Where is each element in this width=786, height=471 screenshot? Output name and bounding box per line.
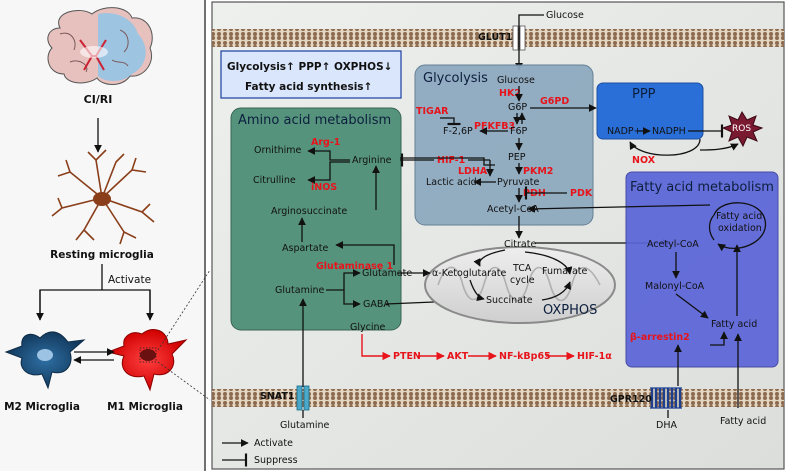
glutamate-label: Glutamate bbox=[362, 268, 412, 279]
citrulline-label: Citrulline bbox=[253, 175, 296, 186]
glucose-in-label: Glucose bbox=[497, 75, 535, 86]
snat1-transporter bbox=[296, 385, 310, 411]
bottom-membrane bbox=[212, 389, 784, 407]
mitochondrion-icon bbox=[424, 246, 616, 324]
acetylcoa-gly-label: Acetyl-CoA bbox=[487, 204, 539, 215]
lactic-acid-label: Lactic acid bbox=[426, 177, 477, 188]
summary-line1: Glycolysis↑ PPP↑ OXPHOS↓ bbox=[227, 61, 392, 73]
gpr120-label: GPR120 bbox=[610, 394, 652, 405]
arginosuccinate-label: Arginosuccinate bbox=[271, 206, 347, 217]
m1-microglia-icon bbox=[106, 329, 188, 392]
ornithine-label: Ornithime bbox=[254, 145, 302, 156]
pfkfb3-label: PFKFB3 bbox=[474, 121, 515, 132]
dha-label: DHA bbox=[656, 420, 677, 431]
malonyl-label: Malonyl-CoA bbox=[645, 281, 705, 292]
stroke-label: CI/RI bbox=[84, 93, 113, 106]
pyruvate-label: Pyruvate bbox=[497, 177, 539, 188]
hif1-label: HIF-1 bbox=[437, 155, 465, 166]
fatty-acid-in-label: Fatty acid bbox=[711, 319, 757, 330]
ppp-box bbox=[596, 82, 704, 140]
pkm2-label: PKM2 bbox=[523, 166, 553, 177]
glycolysis-box bbox=[414, 64, 594, 226]
arginine-label: Arginine bbox=[352, 155, 392, 166]
fao-label2: oxidation bbox=[718, 223, 762, 234]
akg-label: α-Ketoglutarate bbox=[432, 268, 507, 279]
f26p-label: F-2,6P bbox=[443, 126, 473, 137]
glutamine-out-label: Glutamine bbox=[280, 420, 329, 431]
glycolysis-title: Glycolysis bbox=[423, 71, 488, 86]
inos-label: iNOS bbox=[311, 182, 337, 193]
resting-microglia-icon bbox=[51, 149, 155, 245]
succinate-label: Succinate bbox=[486, 295, 533, 306]
fatty-acid-out-label: Fatty acid bbox=[720, 416, 766, 427]
legend-suppress: Suppress bbox=[254, 455, 298, 466]
tca-label1: TCA bbox=[512, 263, 532, 274]
glutamine-in-label: Glutamine bbox=[275, 285, 324, 296]
m2-label: M2 Microglia bbox=[4, 401, 80, 413]
brain-icon bbox=[47, 7, 153, 85]
m2-microglia-icon bbox=[4, 331, 86, 390]
resting-nucleus bbox=[93, 192, 111, 206]
glut1-label: GLUT1 bbox=[478, 32, 512, 43]
m1-label: M1 Microglia bbox=[107, 401, 183, 413]
pten-label: PTEN bbox=[393, 351, 421, 362]
f6p-label: F6P bbox=[510, 126, 528, 137]
g6p-label: G6P bbox=[508, 102, 527, 113]
fao-label1: Fatty acid bbox=[716, 211, 762, 222]
aspartate-label: Aspartate bbox=[282, 243, 328, 254]
nfkb-label: NF-kBp65 bbox=[499, 351, 551, 362]
nadp-label: NADP+ bbox=[607, 126, 642, 137]
gaba-label: GABA bbox=[363, 299, 390, 310]
acetylcoa-fa-label: Acetyl-CoA bbox=[647, 239, 699, 250]
tigar-label: TIGAR bbox=[416, 106, 449, 117]
ldha-label: LDHA bbox=[458, 166, 488, 177]
summary-line2: Fatty acid synthesis↑ bbox=[245, 81, 372, 93]
glutaminase-label: Glutaminase 1 bbox=[316, 261, 393, 272]
hk2-label: HK2 bbox=[499, 88, 521, 99]
ros-icon bbox=[721, 110, 764, 148]
gpr120-receptor bbox=[650, 387, 682, 409]
activate-label: Activate bbox=[108, 274, 151, 286]
resting-label: Resting microglia bbox=[50, 249, 154, 261]
snat1-label: SNAT1 bbox=[260, 391, 295, 402]
oxphos-label: OXPHOS bbox=[543, 303, 597, 318]
tca-label2: cycle bbox=[510, 275, 535, 286]
pep-label: PEP bbox=[508, 152, 526, 163]
ros-label: ROS bbox=[732, 124, 751, 134]
glucose-out-label: Glucose bbox=[546, 10, 584, 21]
amino-title: Amino acid metabolism bbox=[238, 113, 391, 128]
ppp-title: PPP bbox=[632, 87, 656, 102]
hif1a-label: HIF-1α bbox=[577, 351, 612, 362]
nox-label: NOX bbox=[632, 155, 656, 166]
akt-label: AKT bbox=[447, 351, 469, 362]
barrestin-label: β-arrestin2 bbox=[630, 332, 690, 343]
summary-box bbox=[220, 50, 402, 99]
top-membrane bbox=[212, 29, 784, 47]
nadph-label: NADPH bbox=[652, 126, 686, 137]
glycine-label: Glycine bbox=[350, 322, 386, 333]
fatty-acid-box bbox=[625, 171, 779, 368]
glut1-transporter bbox=[512, 25, 526, 51]
citrate-label: Citrate bbox=[504, 239, 536, 250]
arg1-label: Arg-1 bbox=[311, 137, 340, 148]
fatty-title: Fatty acid metabolism bbox=[630, 180, 774, 195]
pdk-label: PDK bbox=[570, 188, 593, 199]
fumarate-label: Fumarate bbox=[542, 266, 587, 277]
g6pd-label: G6PD bbox=[540, 96, 569, 107]
legend-activate: Activate bbox=[254, 438, 293, 449]
